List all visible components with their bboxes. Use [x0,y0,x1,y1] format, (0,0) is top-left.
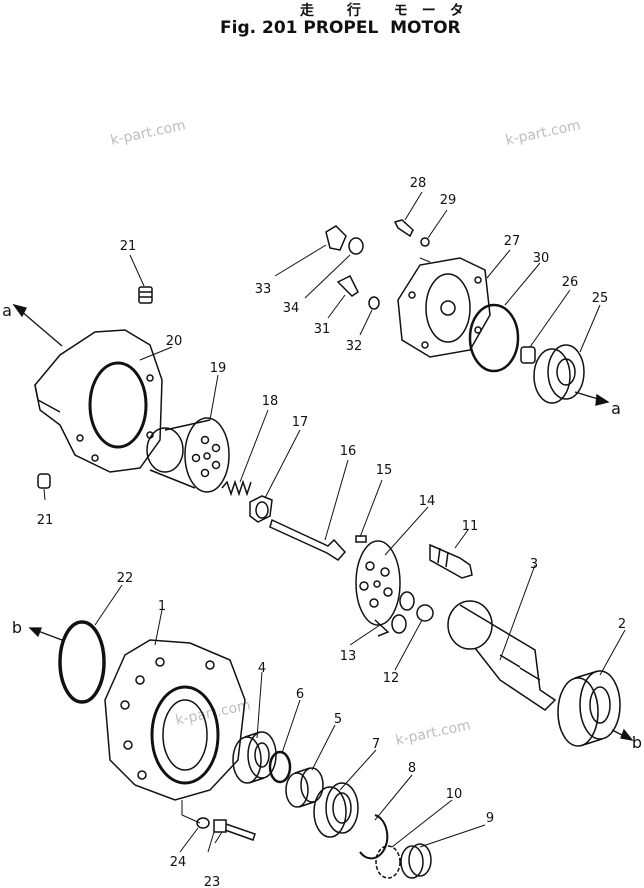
reference-label-a: a [611,399,621,418]
reference-arrow-b [28,627,63,641]
cylinder-block-part-19 [146,417,230,493]
spring-part-18 [221,479,252,497]
part-number-21: 21 [37,513,54,528]
lock-washer-part-10 [375,845,401,879]
part-number-1: 1 [158,599,166,614]
plug-part-21 [37,473,51,489]
o-ring-part-34 [348,237,364,255]
part-number-3: 3 [530,557,538,572]
part-number-21: 21 [120,239,137,254]
part-number-29: 29 [440,193,457,208]
part-number-12: 12 [383,671,400,686]
valve-plate-part-14 [355,540,401,626]
ball-part-12 [416,604,434,622]
part-number-9: 9 [486,811,494,826]
shaft-part-16 [269,518,347,561]
bearing-part-7 [313,782,359,838]
housing-part-20 [34,329,163,473]
part-number-23: 23 [204,875,221,888]
part-number-25: 25 [592,291,609,306]
reference-label-b: b [12,618,22,637]
bolt-part-31 [336,274,359,297]
part-number-4: 4 [258,661,266,676]
part-number-2: 2 [618,617,626,632]
part-number-14: 14 [419,494,436,509]
drive-shaft-part-3 [447,600,557,711]
figure-title-japanese: 走 行 モータ [300,3,478,19]
plug-part-33 [325,225,347,251]
collar-part-17 [249,495,273,523]
bearing-part-4 [232,731,277,784]
washer-part-29 [420,237,430,247]
part-number-16: 16 [340,444,357,459]
figure-title: Fig. 201 PROPEL MOTOR [220,18,461,38]
part-number-24: 24 [170,855,187,870]
part-number-7: 7 [372,737,380,752]
part-number-20: 20 [166,334,183,349]
reference-arrow-a [12,303,63,347]
o-ring-part-22 [58,620,106,704]
housing-part-1 [104,639,246,801]
part-number-18: 18 [262,394,279,409]
reference-arrow-a [574,391,610,406]
part-number-22: 22 [117,571,134,586]
washer-part-13 [374,591,415,637]
plug-part-21 [138,286,153,304]
part-number-5: 5 [334,712,342,727]
pin-part-11 [429,543,473,579]
spacer-part-5 [285,767,324,808]
reference-arrow-b [611,728,634,741]
snap-ring-part-6 [268,750,292,784]
part-number-17: 17 [292,415,309,430]
reference-label-a: a [2,301,12,320]
part-number-28: 28 [410,176,427,191]
washer-part-24 [196,817,210,829]
pin-part-15 [355,535,367,543]
washer-part-32 [368,296,380,310]
part-number-11: 11 [462,519,479,534]
part-number-31: 31 [314,322,331,337]
flange-part-27 [397,257,491,358]
part-number-26: 26 [562,275,579,290]
bushing-part-26 [520,346,536,364]
part-number-15: 15 [376,463,393,478]
part-number-10: 10 [446,787,463,802]
snap-ring-part-8 [359,814,389,860]
bolt-part-23 [213,819,256,841]
bearing-part-2 [557,670,621,747]
reference-label-b: b [632,733,642,752]
part-number-27: 27 [504,234,521,249]
part-number-30: 30 [533,251,550,266]
part-number-33: 33 [255,282,272,297]
part-number-19: 19 [210,361,227,376]
o-ring-part-30 [468,303,520,373]
part-number-32: 32 [346,339,363,354]
part-number-8: 8 [408,761,416,776]
nut-part-9 [400,843,432,879]
part-number-6: 6 [296,687,304,702]
part-number-34: 34 [283,301,300,316]
part-number-13: 13 [340,649,357,664]
cover-part-25 [533,344,585,404]
bolt-part-28 [393,219,414,238]
